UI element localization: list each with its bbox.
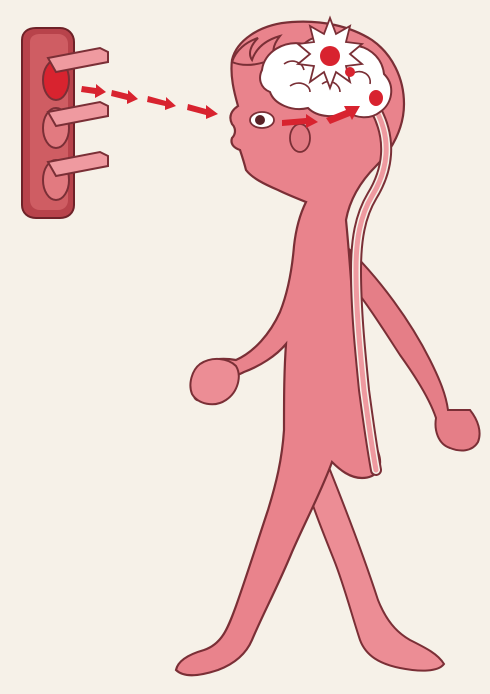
brain-signal-dot-small xyxy=(345,67,355,77)
traffic-light xyxy=(22,28,108,218)
arrow-3 xyxy=(147,96,176,110)
child-ear xyxy=(290,124,310,152)
child-figure xyxy=(176,18,480,675)
brain-signal-dot-right xyxy=(369,90,383,106)
arrow-1 xyxy=(81,84,106,98)
arrow-2 xyxy=(111,90,138,104)
child-back-leg xyxy=(304,470,444,671)
arrow-4 xyxy=(187,104,218,119)
child-front-fist xyxy=(190,359,238,404)
brain-signal-dot-large xyxy=(320,46,340,66)
child-eye xyxy=(250,112,274,128)
